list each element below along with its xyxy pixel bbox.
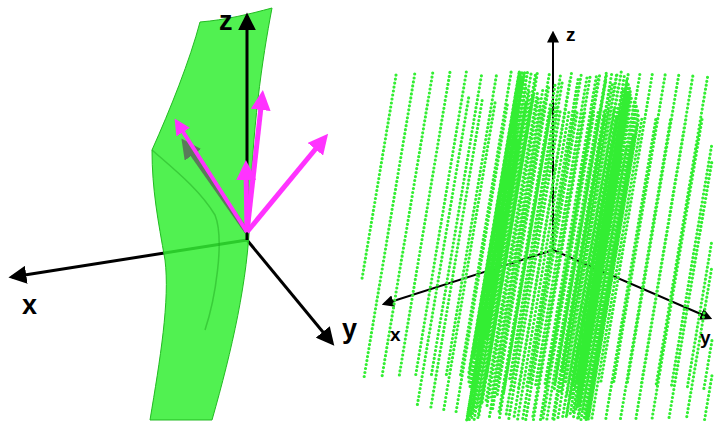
- z-axis: [246, 16, 249, 240]
- point-cloud: [362, 72, 712, 420]
- tangent-vector: [246, 168, 247, 232]
- tangent-vector: [247, 98, 262, 232]
- axis-label: z: [219, 8, 233, 35]
- axis-label: y: [700, 328, 711, 347]
- y-axis: [247, 240, 332, 343]
- axis-label: x: [390, 325, 401, 344]
- axis-label: x: [22, 292, 37, 319]
- green-surface: [150, 8, 272, 420]
- tangent-vector: [178, 124, 247, 232]
- axis-label: z: [566, 25, 576, 44]
- tangent-vector: [247, 140, 323, 232]
- axis-label: y: [342, 316, 357, 343]
